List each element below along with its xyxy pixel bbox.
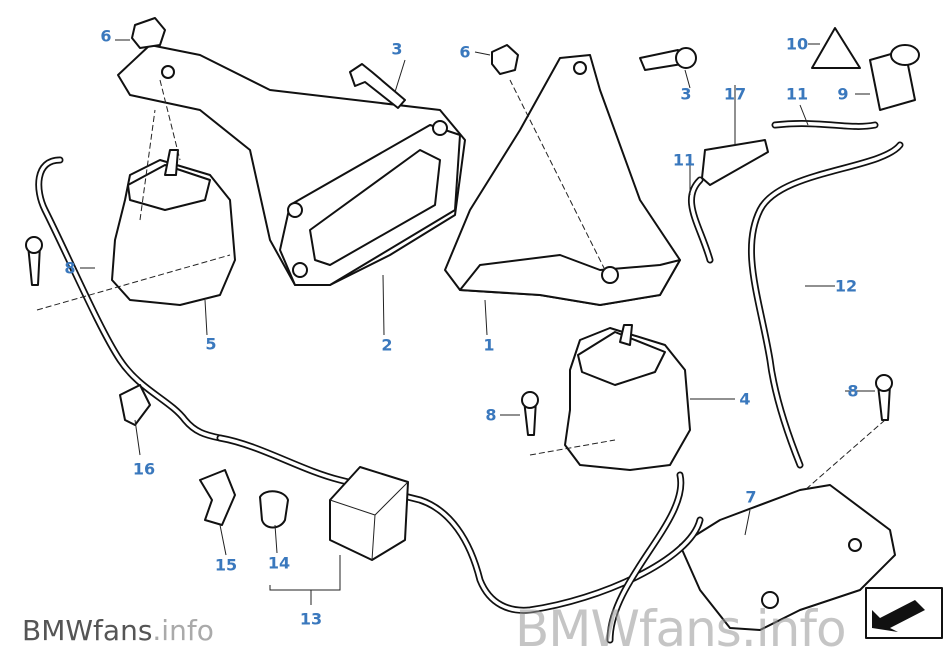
- front-direction-indicator: [865, 587, 943, 639]
- part-6-nut-left[interactable]: [131, 17, 166, 49]
- part-3-bolt-left[interactable]: [349, 63, 406, 109]
- label-13[interactable]: 13: [299, 609, 323, 629]
- site-logo: BMWfans.info: [22, 614, 214, 647]
- leader-lines: [36, 39, 886, 605]
- label-16[interactable]: 16: [132, 459, 156, 479]
- part-3-bolt-right[interactable]: [639, 47, 697, 71]
- part-8-bolt-center[interactable]: [521, 391, 539, 436]
- label-4[interactable]: 4: [739, 389, 751, 409]
- label-3[interactable]: 3: [680, 84, 692, 104]
- watermark-top: BMWfans.info: [515, 600, 847, 658]
- label-11[interactable]: 11: [672, 150, 696, 170]
- label-8[interactable]: 8: [485, 405, 497, 425]
- label-2[interactable]: 2: [381, 335, 393, 355]
- part-8-bolt-right[interactable]: [875, 374, 893, 421]
- part-1-engine-support-bracket[interactable]: [444, 54, 681, 306]
- part-14-clip[interactable]: [259, 490, 289, 529]
- label-6[interactable]: 6: [459, 42, 471, 62]
- label-10[interactable]: 10: [785, 34, 809, 54]
- part-2-engine-support-bracket[interactable]: [117, 44, 466, 286]
- part-9-solenoid-valve[interactable]: [869, 44, 920, 111]
- label-14[interactable]: 14: [267, 553, 291, 573]
- label-1[interactable]: 1: [483, 335, 495, 355]
- label-11[interactable]: 11: [785, 84, 809, 104]
- label-6[interactable]: 6: [100, 26, 112, 46]
- part-17-t-connector[interactable]: [701, 139, 769, 186]
- vacuum-hoses: [35, 120, 904, 644]
- label-8[interactable]: 8: [64, 258, 76, 278]
- label-9[interactable]: 9: [837, 84, 849, 104]
- part-13-damper-box[interactable]: [329, 466, 409, 561]
- label-7[interactable]: 7: [745, 487, 757, 507]
- part-7-bracket[interactable]: [679, 484, 896, 631]
- part-15-clip[interactable]: [199, 469, 236, 526]
- part-5-engine-mount-left[interactable]: [111, 149, 236, 306]
- label-8[interactable]: 8: [847, 381, 859, 401]
- part-10-warning-label[interactable]: [811, 27, 861, 69]
- logo-brand: BMWfans: [22, 614, 153, 647]
- part-6-nut-right[interactable]: [491, 44, 519, 75]
- label-5[interactable]: 5: [205, 334, 217, 354]
- label-15[interactable]: 15: [214, 555, 238, 575]
- part-16-clip[interactable]: [119, 384, 151, 426]
- logo-tld: .info: [152, 614, 214, 647]
- part-4-engine-mount-right[interactable]: [564, 324, 691, 471]
- label-17[interactable]: 17: [723, 84, 747, 104]
- part-8-bolt-left[interactable]: [25, 236, 43, 286]
- label-3[interactable]: 3: [391, 39, 403, 59]
- label-12[interactable]: 12: [834, 276, 858, 296]
